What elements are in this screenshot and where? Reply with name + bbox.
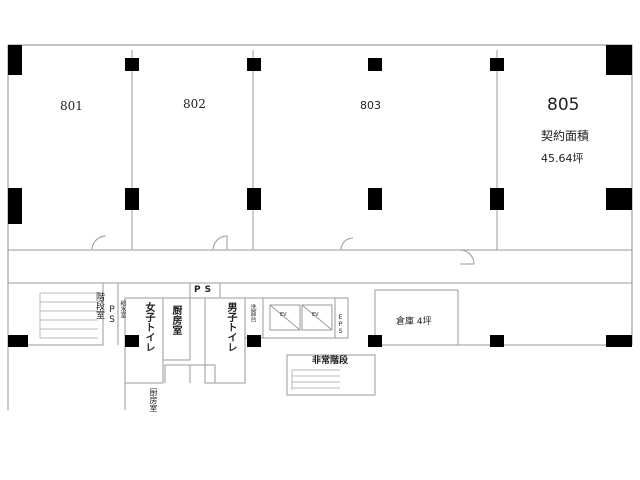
columns bbox=[8, 45, 632, 347]
eps-label: EPS bbox=[337, 314, 344, 335]
emergency-stair-room bbox=[286, 354, 376, 396]
contract-area-label: 契約面積 bbox=[541, 129, 590, 143]
door-802 bbox=[212, 235, 228, 251]
room-801-label: 801 bbox=[60, 99, 83, 113]
kyusui-label: 給水室 bbox=[119, 300, 126, 318]
ev-car-1 bbox=[269, 304, 301, 331]
door-803b bbox=[459, 249, 475, 265]
ev2-label: EV bbox=[312, 312, 319, 318]
ps-left-label: PS bbox=[107, 305, 117, 325]
mens-toilet-room bbox=[204, 297, 246, 384]
eps-room bbox=[334, 297, 349, 339]
emergency-stair-treads bbox=[291, 369, 340, 390]
mens-toilet-label: 男子トイレ bbox=[225, 302, 236, 352]
ps-center-label: PS bbox=[194, 285, 216, 295]
womens-toilet-label: 女子トイレ bbox=[143, 302, 154, 352]
stair-treads bbox=[39, 292, 98, 339]
washroom-label: 洗面台 bbox=[249, 304, 256, 322]
contract-area-value: 45.64坪 bbox=[541, 152, 584, 165]
kitchen-label: 厨房室 bbox=[170, 305, 181, 335]
room-802-label: 802 bbox=[183, 97, 206, 111]
kitchen-room bbox=[162, 297, 191, 361]
emergency-stairs-label: 非常階段 bbox=[312, 356, 349, 366]
stairs-label: 階段室 bbox=[94, 292, 104, 319]
room-805-label: 805 bbox=[547, 95, 580, 115]
room-803-label: 803 bbox=[360, 99, 381, 112]
storage-label: 倉庫 4坪 bbox=[396, 317, 432, 327]
door-801 bbox=[91, 235, 107, 251]
kitchen-lower-label: 厨房室 bbox=[149, 388, 158, 412]
ev-car-2 bbox=[301, 304, 333, 331]
door-803a bbox=[340, 237, 354, 251]
ev1-label: EV bbox=[280, 312, 287, 318]
